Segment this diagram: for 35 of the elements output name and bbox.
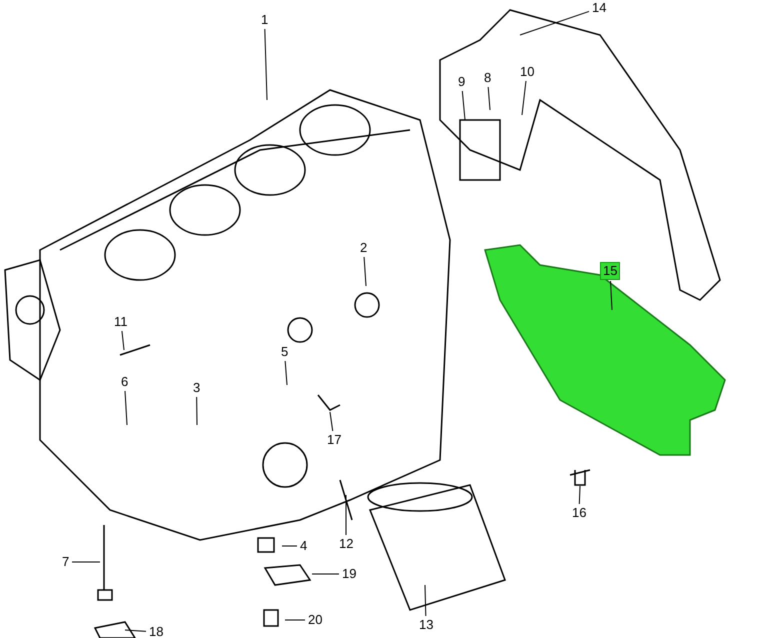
callout-number: 13 (417, 617, 436, 633)
callout-number: 1 (259, 12, 270, 28)
callout-number: 10 (518, 64, 536, 80)
leader-line (610, 280, 612, 310)
callout-number: 19 (340, 566, 358, 582)
leader-line (196, 396, 198, 426)
callout-number: 14 (590, 0, 608, 16)
leader-line (364, 256, 366, 286)
callout-number: 12 (337, 536, 356, 552)
callout-number: 17 (325, 432, 344, 448)
callout-number: 18 (147, 624, 166, 638)
callout-number: 15 (600, 262, 620, 280)
leader-line (284, 360, 288, 386)
leader-line (330, 412, 334, 432)
leader-line (488, 86, 490, 110)
callout-number: 11 (112, 314, 130, 330)
leader-line (462, 90, 466, 120)
leader-line (522, 80, 526, 116)
callout-number: 5 (279, 344, 290, 360)
leader-line (124, 630, 146, 632)
leader-line (124, 390, 128, 426)
callout-number: 7 (60, 554, 72, 570)
leader-line (520, 10, 590, 36)
callout-number: 16 (570, 505, 588, 521)
callout-number: 2 (358, 240, 370, 256)
leader-line (264, 28, 268, 100)
callout-number: 9 (456, 74, 468, 90)
leader-line (424, 584, 426, 616)
callout-number: 6 (119, 374, 130, 390)
callout-number: 4 (298, 538, 310, 554)
leader-line (121, 330, 124, 350)
callout-number: 3 (191, 380, 202, 396)
callout-number: 8 (482, 70, 494, 86)
callout-number: 20 (306, 612, 324, 628)
leader-line (578, 486, 580, 504)
